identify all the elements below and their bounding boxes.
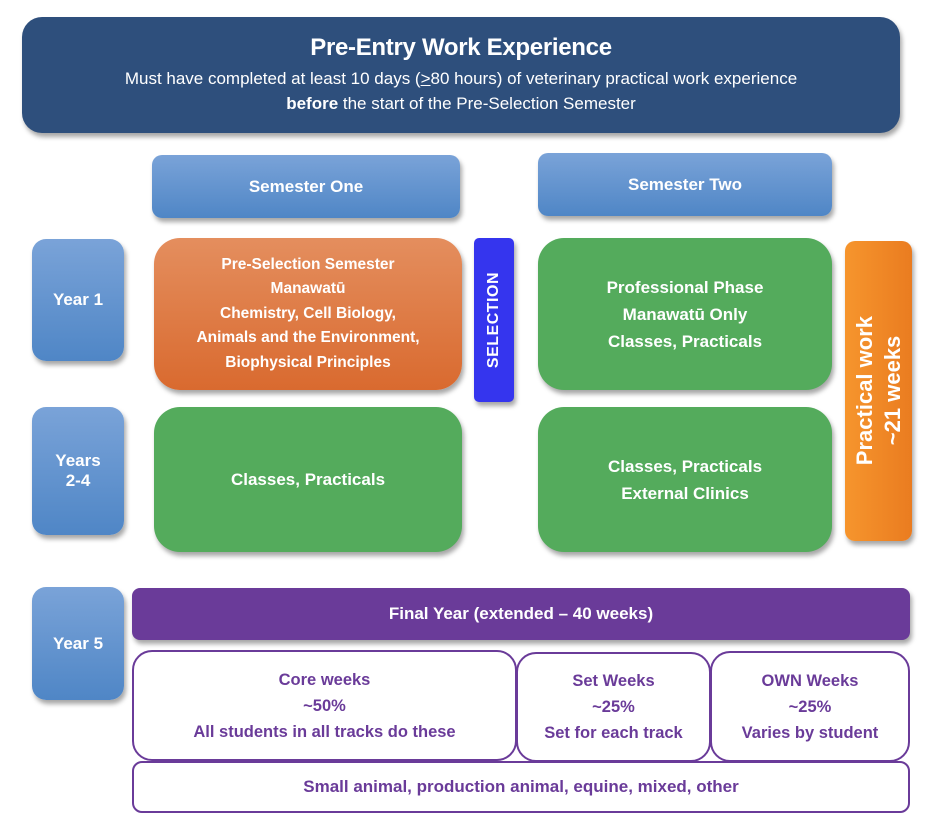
- core-weeks-title: Core weeks: [278, 670, 371, 689]
- own-weeks-percent: ~25%: [788, 697, 832, 716]
- own-weeks-description: Varies by student: [741, 723, 879, 742]
- years-2-4-semester-one-box: Classes, Practicals: [154, 407, 462, 552]
- selection-label: SELECTION: [485, 271, 502, 369]
- year-1-text: Year 1: [52, 290, 104, 309]
- set-weeks-description: Set for each track: [544, 724, 683, 742]
- set-weeks-title: Set Weeks: [572, 672, 655, 690]
- professional-line: Professional Phase: [606, 277, 764, 297]
- professional-phase-box: Professional Phase Manawatū Only Classes…: [538, 238, 832, 390]
- year-5-label: Year 5: [32, 587, 124, 700]
- own-weeks-title: OWN Weeks: [761, 671, 859, 690]
- pre-selection-line: Biophysical Principles: [225, 353, 391, 371]
- professional-line: Manawatū Only: [622, 304, 748, 324]
- years-2-4-semester-two-box: Classes, Practicals External Clinics: [538, 407, 832, 552]
- years-2-4-text-b: 2-4: [65, 471, 91, 490]
- semester-two-line: Classes, Practicals: [607, 456, 763, 476]
- pre-entry-header: Pre-Entry Work Experience Must have comp…: [22, 17, 900, 133]
- semester-two-label: Semester Two: [627, 174, 742, 194]
- semester-two-line: External Clinics: [621, 483, 749, 503]
- set-weeks-percent: ~25%: [592, 698, 635, 716]
- professional-line: Classes, Practicals: [607, 331, 763, 351]
- year-5-text: Year 5: [52, 633, 104, 653]
- semester-one-label: Semester One: [248, 176, 364, 196]
- header-line-1-suffix: 80 hours) of veterinary practical work e…: [430, 69, 798, 88]
- year-1-label: Year 1: [32, 239, 124, 361]
- practical-work-line-1: Practical work: [851, 316, 877, 466]
- header-line-2-rest: the start of the Pre-Selection Semester: [338, 94, 636, 113]
- own-weeks-box: OWN Weeks ~25% Varies by student: [710, 651, 910, 762]
- practical-work-bar: Practical work ~21 weeks: [845, 241, 912, 541]
- pre-selection-line: Chemistry, Cell Biology,: [220, 304, 396, 322]
- core-weeks-description: All students in all tracks do these: [193, 722, 456, 741]
- selection-bar: SELECTION: [474, 238, 514, 402]
- practical-work-text: Practical work ~21 weeks: [851, 316, 907, 465]
- pre-selection-line: Pre-Selection Semester: [221, 255, 395, 273]
- pre-selection-line: Manawatū: [270, 280, 346, 298]
- years-2-4-text-a: Years: [55, 451, 101, 470]
- final-year-bar: Final Year (extended – 40 weeks): [132, 588, 910, 640]
- tracks-box: Small animal, production animal, equine,…: [132, 761, 910, 813]
- semester-two-header: Semester Two: [538, 153, 832, 216]
- tracks-list: Small animal, production animal, equine,…: [303, 777, 739, 796]
- header-title: Pre-Entry Work Experience: [310, 34, 612, 61]
- semester-one-header: Semester One: [152, 155, 460, 218]
- header-line-1: Must have completed at least 10 days (>8…: [125, 66, 797, 91]
- pre-selection-semester-box: Pre-Selection Semester Manawatū Chemistr…: [154, 238, 462, 390]
- header-line-1-prefix: Must have completed at least 10 days (: [124, 69, 421, 88]
- practical-work-line-2: ~21 weeks: [879, 336, 905, 446]
- pre-selection-line: Animals and the Environment,: [196, 329, 420, 347]
- core-weeks-percent: ~50%: [303, 696, 346, 715]
- set-weeks-box: Set Weeks ~25% Set for each track: [516, 652, 711, 762]
- header-line-2-bold: before: [286, 94, 339, 113]
- greater-equal-symbol: >: [420, 69, 431, 88]
- final-year-label: Final Year (extended – 40 weeks): [388, 604, 654, 623]
- classes-practicals-text: Classes, Practicals: [230, 470, 386, 489]
- header-line-2: before the start of the Pre-Selection Se…: [286, 91, 636, 116]
- core-weeks-box: Core weeks ~50% All students in all trac…: [132, 650, 517, 761]
